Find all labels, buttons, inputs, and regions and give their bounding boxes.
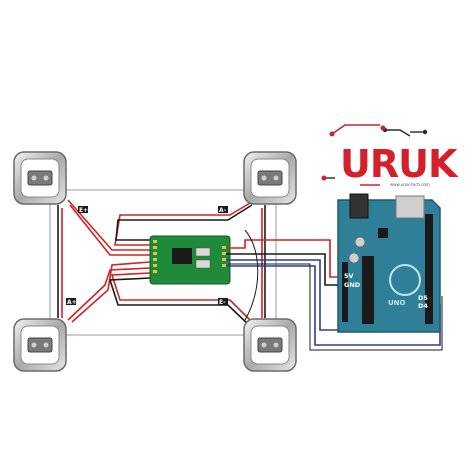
label-e-plus: E+ xyxy=(79,207,88,214)
label-e-minus: E- xyxy=(219,299,226,306)
pin-d5-label: D5 xyxy=(418,294,428,302)
load-cell-wiring xyxy=(57,199,266,327)
logo-text: URUK xyxy=(340,142,459,186)
load-cell-top-right xyxy=(243,151,297,205)
svg-text:UNO: UNO xyxy=(388,299,406,307)
platform-frame xyxy=(49,189,277,336)
hx711-module-icon xyxy=(149,235,231,285)
pin-gnd-label: GND xyxy=(344,281,361,289)
brand-logo: URUK www.uruk-tech.com xyxy=(321,124,460,187)
label-a-minus: A- xyxy=(219,207,227,214)
load-cell-bottom-right xyxy=(243,318,297,372)
label-a-plus: A+ xyxy=(67,299,77,306)
load-cell-top-left xyxy=(13,151,67,205)
load-cell-bottom-left xyxy=(13,318,67,372)
pin-5v-label: 5V xyxy=(344,272,354,280)
logo-subtext: www.uruk-tech.com xyxy=(390,182,430,187)
pin-d4-label: D4 xyxy=(418,302,428,310)
arduino-uno-icon: UNO 5V GND D5 D4 xyxy=(337,193,441,333)
corner-labels: E+ A- A+ E- xyxy=(66,206,228,306)
